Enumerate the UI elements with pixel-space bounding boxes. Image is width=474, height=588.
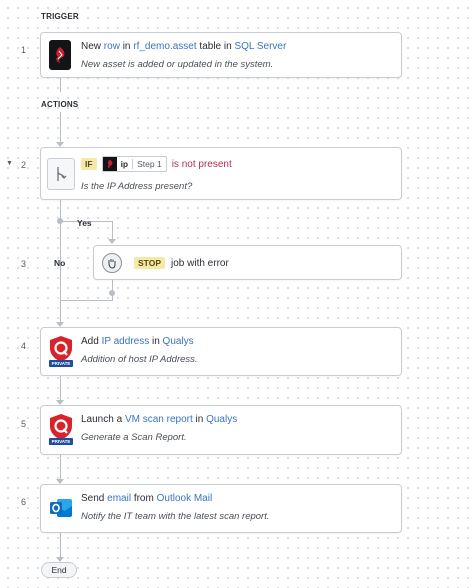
sql-server-icon	[102, 157, 117, 171]
stop-label: STOP	[134, 257, 165, 269]
if-condition-card[interactable]: IF ip Step 1 is not present Is the IP Ad…	[40, 147, 402, 200]
connector-arrow	[56, 322, 64, 327]
stop-row: STOP job with error	[134, 257, 229, 269]
datapill-link[interactable]: Qualys	[206, 414, 238, 425]
outlook-icon	[49, 496, 75, 528]
private-badge: PRIVATE	[49, 360, 73, 367]
if-condition-subtitle: Is the IP Address present?	[81, 181, 193, 192]
datapill-step: Step 1	[132, 159, 166, 169]
trigger-step-card[interactable]: New row in rf_demo.asset table in SQL Se…	[40, 32, 402, 78]
stop-out-line	[112, 280, 113, 294]
connector-line	[60, 455, 61, 479]
end-node: End	[41, 562, 77, 578]
yes-branch-line	[60, 221, 112, 222]
actions-section-label: ACTIONS	[41, 100, 79, 109]
step-5-title: Launch a VM scan report in Qualys	[81, 414, 238, 425]
step-1-title: New row in rf_demo.asset table in SQL Se…	[81, 41, 287, 52]
connector-line	[60, 200, 61, 300]
step-1-subtitle: New asset is added or updated in the sys…	[81, 59, 274, 70]
connector-line	[60, 78, 61, 92]
outlook-send-email-card[interactable]: Send email from Outlook Mail Notify the …	[40, 484, 402, 533]
collapse-chevron-icon[interactable]: ▼	[6, 160, 13, 167]
step-number: 5	[20, 419, 26, 429]
step-5-subtitle: Generate a Scan Report.	[81, 432, 187, 443]
yes-branch-arrow	[108, 239, 116, 244]
step-number: 4	[20, 341, 26, 351]
merge-line	[60, 300, 113, 301]
step-6-title: Send email from Outlook Mail	[81, 493, 213, 504]
merge-line	[112, 294, 113, 301]
stop-hand-icon	[102, 253, 122, 273]
connector-line	[60, 376, 61, 400]
stop-job-card[interactable]: STOP job with error	[93, 245, 402, 280]
step-number: 2	[20, 160, 26, 170]
step-number: 3	[20, 259, 26, 269]
step-number: 6	[20, 497, 26, 507]
trigger-section-label: TRIGGER	[41, 12, 79, 21]
step-4-title: Add IP address in Qualys	[81, 336, 194, 347]
connector-line	[60, 533, 61, 557]
connector-arrow	[56, 142, 64, 147]
branch-icon	[47, 158, 75, 190]
connector-arrow	[56, 400, 64, 405]
step-6-subtitle: Notify the IT team with the latest scan …	[81, 511, 270, 522]
private-badge: PRIVATE	[49, 438, 73, 445]
no-branch-label: No	[54, 258, 66, 268]
if-label: IF	[81, 158, 97, 170]
connector-line	[60, 112, 61, 142]
qualys-icon: PRIVATE	[48, 413, 74, 445]
datapill-link[interactable]: rf_demo.asset	[133, 41, 197, 52]
datapill-link[interactable]: Qualys	[162, 336, 194, 347]
if-condition-row: IF ip Step 1 is not present	[81, 156, 232, 172]
connector-line	[60, 300, 61, 322]
yes-branch-label: Yes	[77, 218, 92, 228]
connector-arrow	[56, 479, 64, 484]
datapill-name: ip	[120, 159, 129, 169]
step-4-subtitle: Addition of host IP Address.	[81, 354, 198, 365]
datapill-link[interactable]: IP address	[101, 336, 150, 347]
yes-branch-line	[112, 221, 113, 239]
merge-dot	[109, 290, 115, 296]
datapill-link[interactable]: VM scan report	[124, 414, 193, 425]
sql-server-icon	[49, 40, 75, 72]
datapill-link[interactable]: SQL Server	[234, 41, 287, 52]
qualys-scan-report-card[interactable]: PRIVATE Launch a VM scan report in Qualy…	[40, 405, 402, 455]
qualys-icon: PRIVATE	[48, 335, 74, 367]
datapill-link[interactable]: email	[107, 493, 132, 504]
qualys-add-ip-card[interactable]: PRIVATE Add IP address in Qualys Additio…	[40, 327, 402, 376]
datapill-link[interactable]: row	[103, 41, 120, 52]
datapill[interactable]: ip Step 1	[101, 156, 167, 172]
condition-operator: is not present	[171, 158, 232, 170]
step-number: 1	[20, 45, 26, 55]
stop-text: job with error	[171, 257, 229, 269]
datapill-link[interactable]: Outlook Mail	[156, 493, 213, 504]
connector-arrow	[56, 557, 64, 562]
